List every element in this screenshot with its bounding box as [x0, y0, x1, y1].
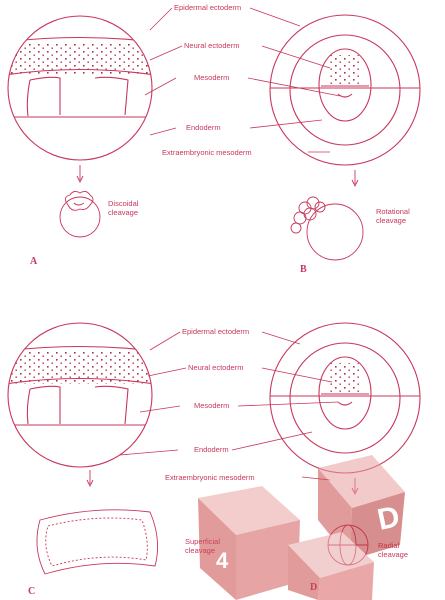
label-neural-ectoderm-lower: Neural ectoderm [188, 363, 243, 372]
cleavage-rotational-drawing [291, 170, 363, 260]
label-epidermal-ectoderm-upper: Epidermal ectoderm [174, 3, 241, 12]
label-epidermal-ectoderm-lower: Epidermal ectoderm [182, 327, 249, 336]
cleavage-label-b-line1: Rotational [376, 207, 410, 216]
die-face-4: 4 [216, 548, 229, 573]
cleavage-superficial-drawing [37, 470, 158, 574]
panel-letter-b: B [300, 264, 307, 275]
cleavage-label-d-line2: cleavage [378, 550, 408, 559]
embryo-b [270, 15, 420, 165]
embryo-a [0, 16, 170, 160]
cleavage-label-b-line2: cleavage [376, 216, 406, 225]
panel-letter-c: C [28, 586, 35, 597]
cleavage-label-a-line2: cleavage [108, 208, 138, 217]
label-extraembryonic-upper: Extraembryonic mesoderm [162, 148, 252, 157]
label-mesoderm-lower: Mesoderm [194, 401, 229, 410]
label-mesoderm-upper: Mesoderm [194, 73, 229, 82]
panel-letter-a: A [30, 256, 38, 267]
label-extraembryonic-lower: Extraembryonic mesoderm [165, 473, 255, 482]
label-endoderm-upper: Endoderm [186, 123, 221, 132]
embryo-d [270, 323, 420, 473]
label-endoderm-lower: Endoderm [194, 445, 229, 454]
cleavage-discoidal-drawing [60, 165, 100, 237]
cleavage-label-a-line1: Discoidal [108, 199, 139, 208]
embryo-c [0, 323, 170, 467]
label-neural-ectoderm-upper: Neural ectoderm [184, 41, 239, 50]
upper-leader-lines [145, 8, 340, 152]
